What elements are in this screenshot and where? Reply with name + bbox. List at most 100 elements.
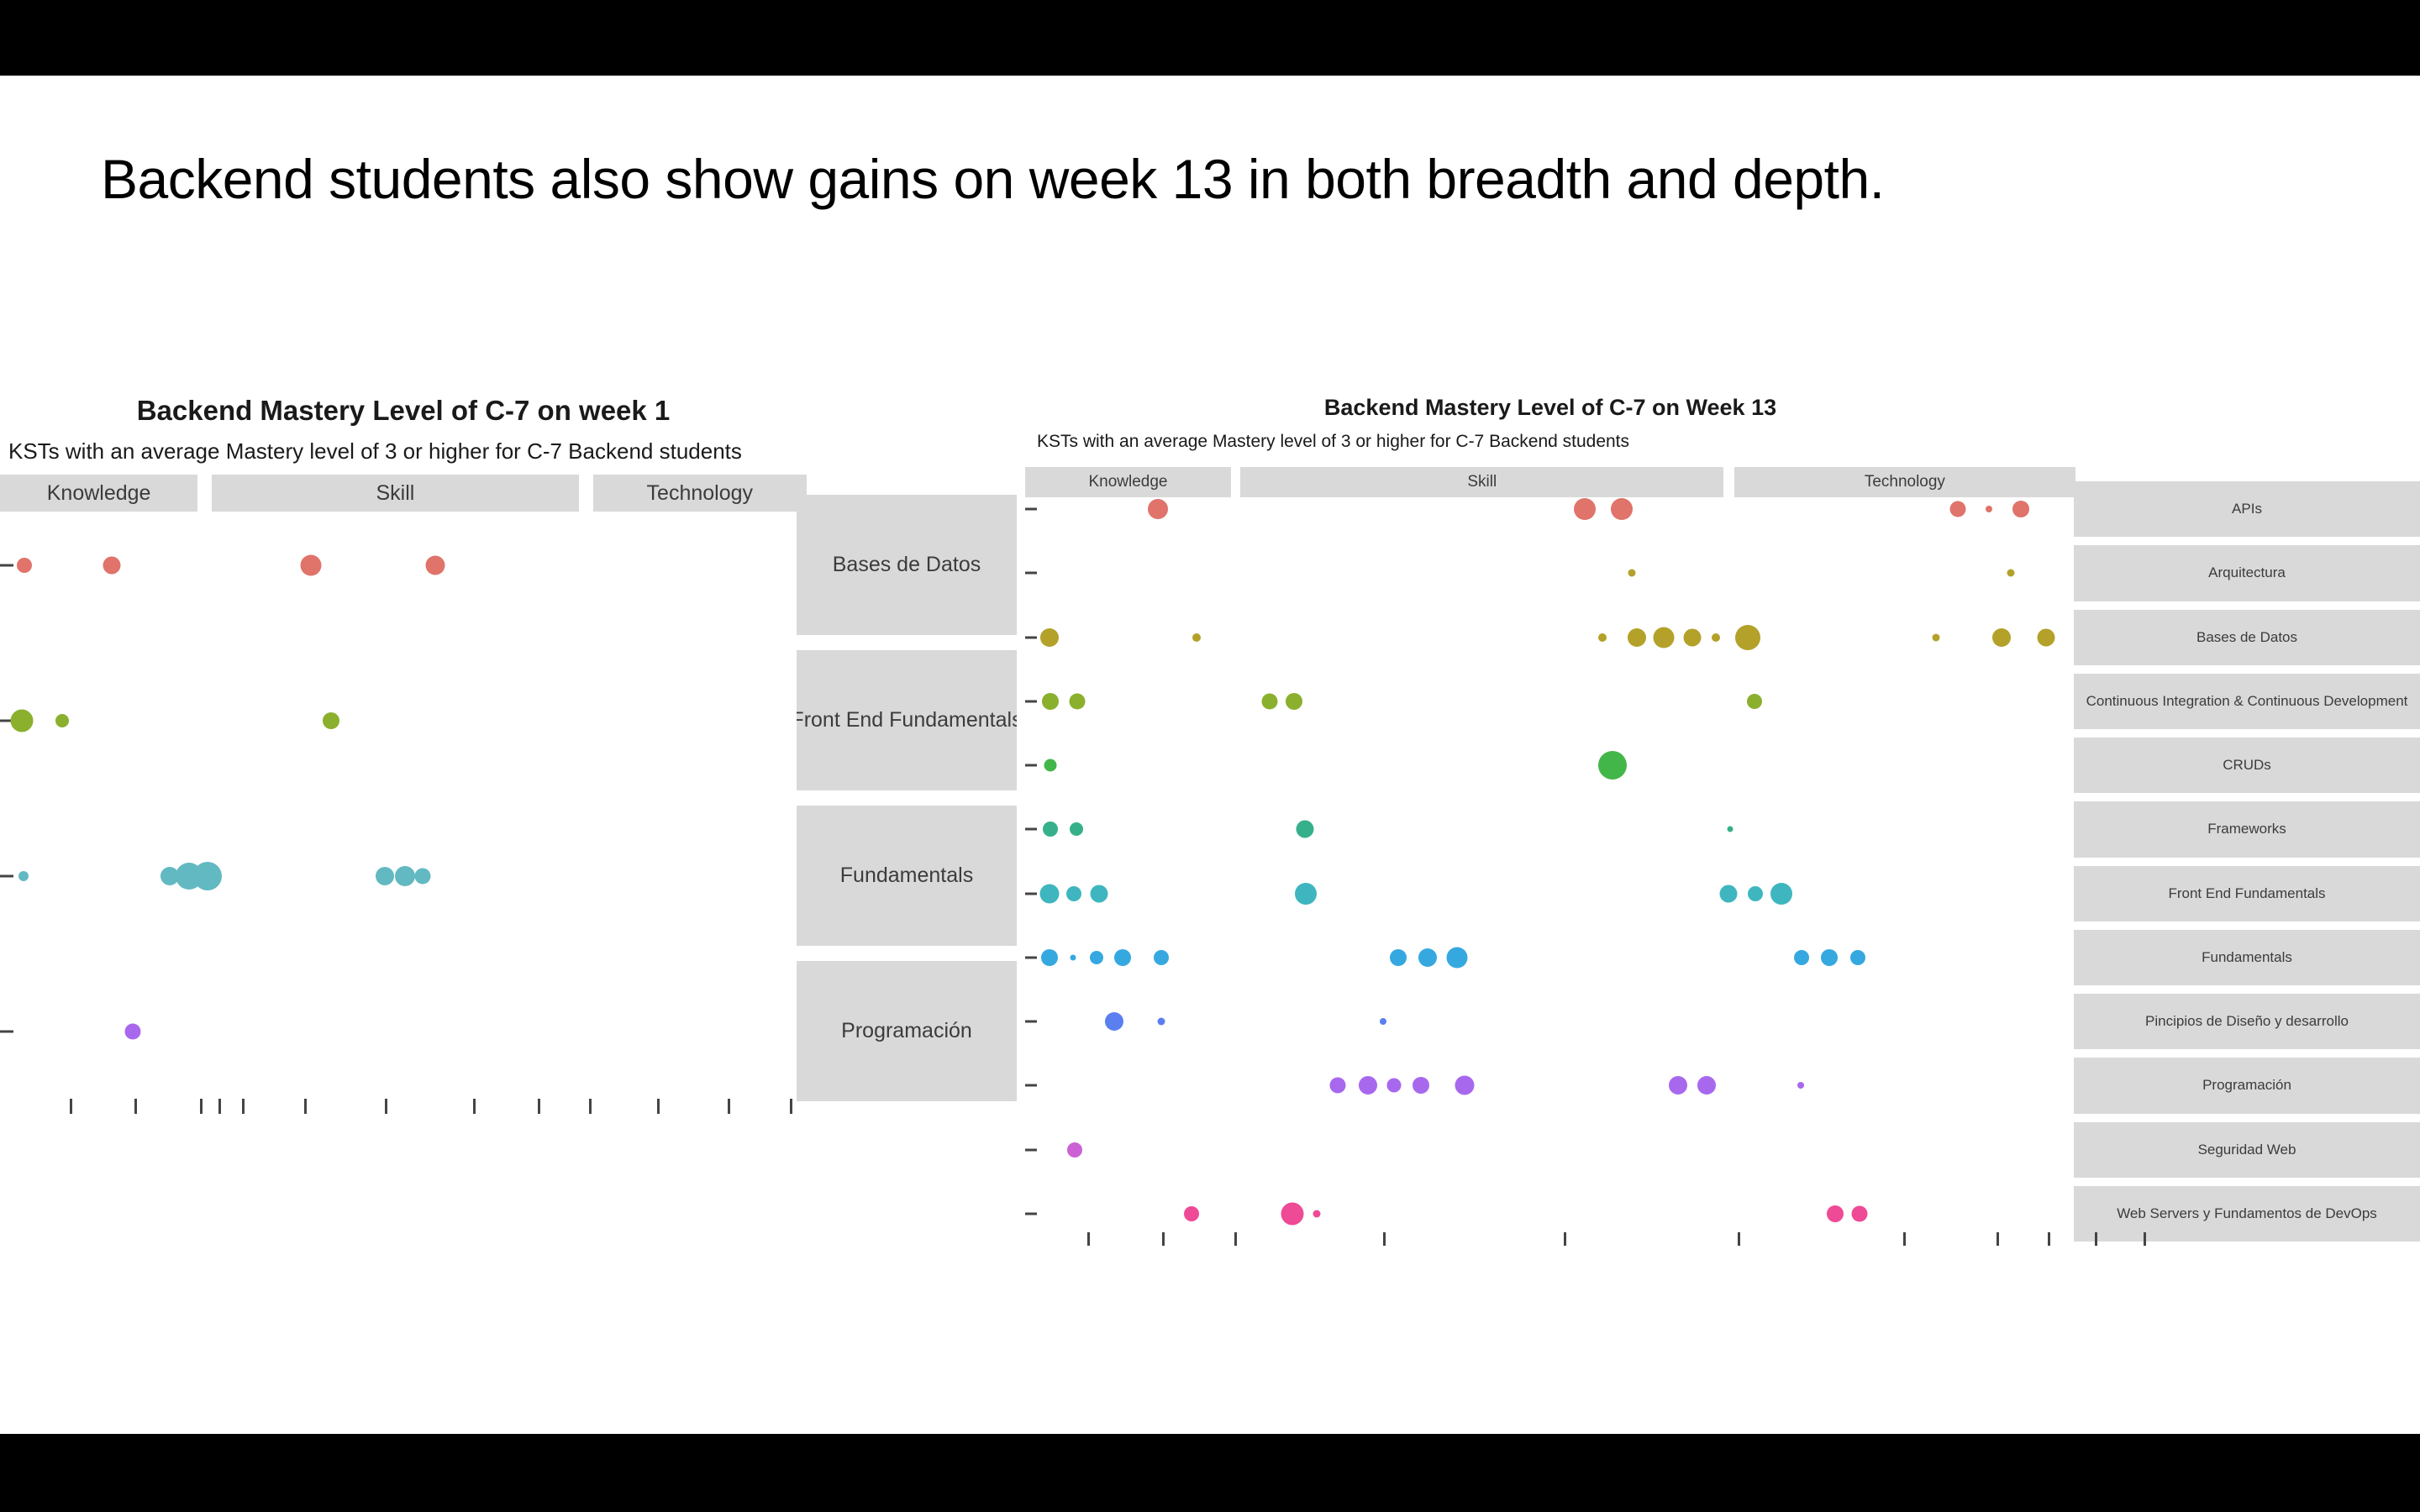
row-label-web-servers-y-fundamentos-de-devops[interactable]: Web Servers y Fundamentos de DevOps xyxy=(2074,1185,2420,1242)
data-point[interactable] xyxy=(1066,885,1082,901)
data-point[interactable] xyxy=(1148,499,1169,520)
data-point[interactable] xyxy=(1089,950,1103,964)
data-point[interactable] xyxy=(414,868,431,884)
scatter-plot-week-1[interactable] xyxy=(0,487,807,1142)
row-label-front-end-fundamentals[interactable]: Front End Fundamentals xyxy=(2074,865,2420,921)
column-header-technology[interactable]: Technology xyxy=(592,475,807,512)
data-point[interactable] xyxy=(1697,1076,1716,1095)
data-point[interactable] xyxy=(1797,1082,1805,1089)
row-label-front-end-fundamentals[interactable]: Front End Fundamentals xyxy=(797,650,1017,790)
data-point[interactable] xyxy=(1090,885,1108,903)
row-label-continuous-integration-continuous-development[interactable]: Continuous Integration & Continuous Deve… xyxy=(2074,673,2420,729)
row-label-bases-de-datos[interactable]: Bases de Datos xyxy=(2074,609,2420,665)
data-point[interactable] xyxy=(1105,1012,1124,1032)
data-point[interactable] xyxy=(1042,692,1060,710)
data-point[interactable] xyxy=(1041,948,1059,966)
data-point[interactable] xyxy=(1039,884,1060,904)
row-label-programaci-n[interactable]: Programación xyxy=(2074,1058,2420,1114)
data-point[interactable] xyxy=(1418,948,1438,967)
data-point[interactable] xyxy=(1329,1077,1346,1094)
data-point[interactable] xyxy=(1192,633,1202,642)
data-point[interactable] xyxy=(1313,1210,1320,1218)
data-point[interactable] xyxy=(1820,948,1838,966)
data-point[interactable] xyxy=(1949,501,1966,517)
data-point[interactable] xyxy=(1359,1076,1378,1095)
data-point[interactable] xyxy=(1986,506,1993,513)
data-point[interactable] xyxy=(2012,501,2029,518)
data-point[interactable] xyxy=(1746,693,1762,709)
data-point[interactable] xyxy=(1184,1205,1200,1221)
data-point[interactable] xyxy=(1735,624,1761,650)
data-point[interactable] xyxy=(160,866,180,885)
data-point[interactable] xyxy=(1851,1205,1868,1222)
data-point[interactable] xyxy=(1295,882,1318,905)
data-point[interactable] xyxy=(1070,954,1076,961)
data-point[interactable] xyxy=(1991,627,2011,647)
data-point[interactable] xyxy=(124,1023,141,1039)
data-point[interactable] xyxy=(375,866,394,885)
column-header-knowledge[interactable]: Knowledge xyxy=(0,475,198,512)
data-point[interactable] xyxy=(1067,1142,1083,1158)
row-label-arquitectura[interactable]: Arquitectura xyxy=(2074,545,2420,601)
data-point[interactable] xyxy=(17,557,33,573)
data-point[interactable] xyxy=(1683,628,1702,647)
data-point[interactable] xyxy=(1446,947,1468,969)
row-label-cruds[interactable]: CRUDs xyxy=(2074,738,2420,794)
row-label-fundamentals[interactable]: Fundamentals xyxy=(797,806,1017,946)
data-point[interactable] xyxy=(1044,759,1057,772)
data-point[interactable] xyxy=(1069,822,1083,837)
column-header-skill[interactable]: Skill xyxy=(211,475,580,512)
data-point[interactable] xyxy=(103,556,121,574)
data-point[interactable] xyxy=(1153,949,1169,965)
column-header-technology[interactable]: Technology xyxy=(1733,467,2075,497)
data-point[interactable] xyxy=(1770,882,1793,905)
data-point[interactable] xyxy=(1386,1078,1402,1093)
data-point[interactable] xyxy=(1794,949,1810,965)
data-point[interactable] xyxy=(1669,1076,1688,1095)
data-point[interactable] xyxy=(1719,885,1738,903)
data-point[interactable] xyxy=(1412,1077,1429,1095)
row-label-apis[interactable]: APIs xyxy=(2074,481,2420,538)
data-point[interactable] xyxy=(193,861,223,890)
row-label-frameworks[interactable]: Frameworks xyxy=(2074,801,2420,858)
data-point[interactable] xyxy=(1711,633,1720,642)
data-point[interactable] xyxy=(425,555,445,575)
row-label-bases-de-datos[interactable]: Bases de Datos xyxy=(797,495,1017,635)
data-point[interactable] xyxy=(1628,569,1636,577)
column-header-skill[interactable]: Skill xyxy=(1240,467,1724,497)
data-point[interactable] xyxy=(1597,751,1627,780)
scatter-plot-week-13[interactable] xyxy=(1025,477,2146,1258)
data-point[interactable] xyxy=(1849,949,1865,965)
data-point[interactable] xyxy=(1627,627,1646,647)
data-point[interactable] xyxy=(1747,885,1763,901)
data-point[interactable] xyxy=(2007,569,2015,577)
data-point[interactable] xyxy=(1285,692,1302,710)
data-point[interactable] xyxy=(10,709,34,732)
data-point[interactable] xyxy=(394,865,415,886)
data-point[interactable] xyxy=(1932,633,1940,642)
data-point[interactable] xyxy=(1610,498,1633,521)
row-label-fundamentals[interactable]: Fundamentals xyxy=(2074,929,2420,985)
data-point[interactable] xyxy=(1455,1075,1475,1095)
row-label-programaci-n[interactable]: Programación xyxy=(797,961,1017,1101)
data-point[interactable] xyxy=(55,713,69,727)
column-header-knowledge[interactable]: Knowledge xyxy=(1025,467,1231,497)
data-point[interactable] xyxy=(300,554,322,575)
data-point[interactable] xyxy=(2037,628,2055,647)
data-point[interactable] xyxy=(1653,627,1675,648)
data-point[interactable] xyxy=(1574,498,1597,521)
data-point[interactable] xyxy=(1261,693,1278,710)
data-point[interactable] xyxy=(1043,822,1059,837)
data-point[interactable] xyxy=(1380,1018,1387,1026)
data-point[interactable] xyxy=(1827,1205,1844,1222)
row-label-seguridad-web[interactable]: Seguridad Web xyxy=(2074,1121,2420,1178)
row-label-pincipios-de-dise-o-y-desarrollo[interactable]: Pincipios de Diseño y desarrollo xyxy=(2074,994,2420,1050)
data-point[interactable] xyxy=(1597,633,1607,642)
data-point[interactable] xyxy=(1390,948,1407,966)
data-point[interactable] xyxy=(1069,693,1086,710)
data-point[interactable] xyxy=(18,870,29,881)
data-point[interactable] xyxy=(1296,820,1314,838)
data-point[interactable] xyxy=(1727,826,1733,832)
data-point[interactable] xyxy=(1281,1202,1304,1226)
data-point[interactable] xyxy=(1157,1017,1165,1026)
